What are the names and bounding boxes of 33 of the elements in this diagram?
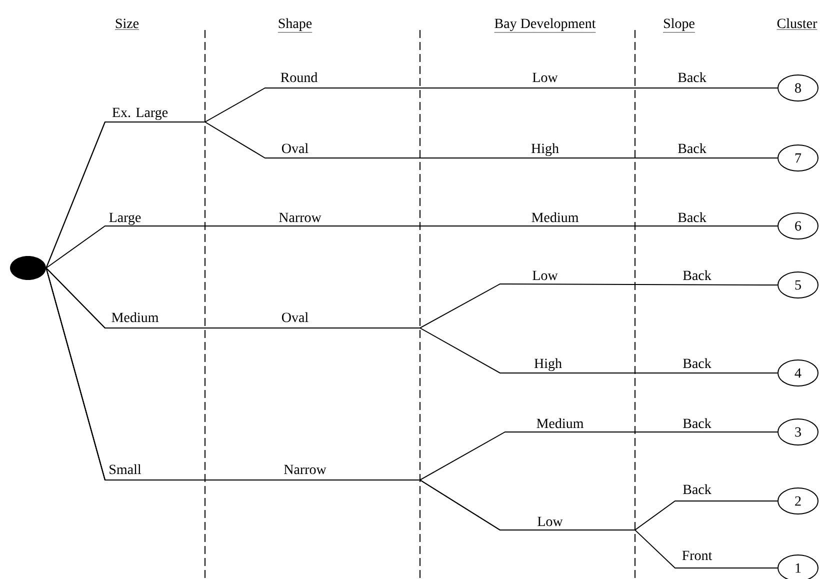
branch-label: Low bbox=[538, 516, 563, 526]
branch-line bbox=[46, 122, 778, 268]
branch-label: Back bbox=[683, 270, 712, 280]
branch-label: Round bbox=[280, 72, 318, 82]
branch-label: High bbox=[534, 358, 562, 372]
branch-label: Back bbox=[683, 358, 712, 368]
branch-label: Front bbox=[682, 550, 712, 560]
branch-label: Low bbox=[532, 270, 558, 280]
branch-label: Narrow bbox=[284, 464, 326, 474]
branch-line bbox=[46, 268, 778, 374]
branch-label: Back bbox=[678, 72, 706, 82]
column-header: Slope bbox=[662, 18, 696, 33]
branch-label: Ex. Large bbox=[112, 108, 168, 120]
branch-label: Low bbox=[532, 72, 558, 82]
column-header: Bay Development bbox=[494, 18, 596, 33]
branch-label: Oval bbox=[282, 143, 308, 154]
branch-line bbox=[46, 226, 778, 268]
branch-label: Back bbox=[678, 212, 706, 222]
branch-label: Narrow bbox=[279, 212, 322, 222]
branch-label: Back bbox=[678, 143, 706, 154]
branch-label: Medium bbox=[112, 312, 159, 322]
column-header: Size bbox=[114, 18, 140, 30]
branch-label: Back bbox=[683, 418, 712, 428]
branch-label: Medium bbox=[536, 418, 584, 428]
column-header: Cluster bbox=[776, 18, 818, 30]
column-header: Shape bbox=[278, 18, 312, 33]
branch-label: Large bbox=[109, 212, 141, 226]
branch-label: High bbox=[531, 143, 559, 156]
branch-label: Oval bbox=[282, 312, 308, 322]
branch-label: Small bbox=[110, 464, 142, 474]
branch-label: Back bbox=[683, 484, 712, 494]
branch-label: Medium bbox=[532, 212, 579, 222]
root-dot bbox=[10, 256, 46, 280]
